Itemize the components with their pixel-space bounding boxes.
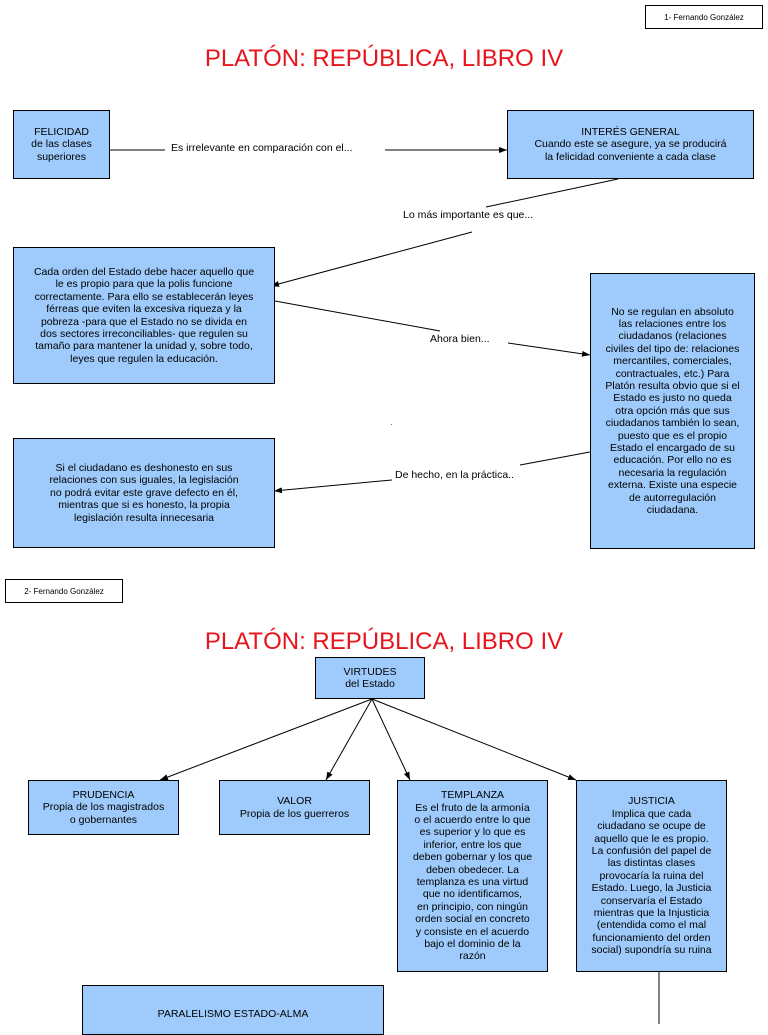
paralelismo-header: PARALELISMO ESTADO-ALMA	[157, 1008, 309, 1020]
box-valor: VALOR Propia de los guerreros	[219, 780, 370, 835]
box-paralelismo: PARALELISMO ESTADO-ALMA	[82, 985, 384, 1035]
box-cada-orden-text: Cada orden del Estado debe hacer aquello…	[33, 265, 255, 365]
box-ciudadano-text: Si el ciudadano es deshonesto en sus rel…	[49, 461, 239, 524]
box-no-se-regulan: No se regulan en absoluto las relaciones…	[590, 273, 755, 549]
arrow-to-ciudadano	[273, 479, 393, 494]
box-templanza: TEMPLANZA Es el fruto de la armonía o el…	[397, 780, 548, 972]
valor-body: Propia de los guerreros	[239, 807, 350, 820]
arrow-to-no-se-regulan	[507, 342, 591, 357]
prudencia-body: Propia de los magistrados o gobernantes	[42, 801, 165, 826]
prudencia-header: PRUDENCIA	[72, 788, 135, 801]
page1-title: PLATÓN: REPÚBLICA, LIBRO IV	[204, 45, 564, 72]
label-importante: Lo más importante es que...	[403, 209, 534, 221]
stray-dot	[391, 424, 392, 425]
label-de-hecho: De hecho, en la práctica..	[395, 469, 515, 481]
box-prudencia: PRUDENCIA Propia de los magistrados o go…	[28, 780, 179, 835]
box-interes-general: INTERÉS GENERAL Cuando este se asegure, …	[507, 110, 754, 179]
arrow-to-valor	[325, 698, 373, 781]
valor-header: VALOR	[277, 795, 312, 808]
label-ahora-bien: Ahora bien...	[430, 333, 490, 345]
page2-title: PLATÓN: REPÚBLICA, LIBRO IV	[204, 628, 564, 655]
author-tag-page1: 1- Fernando González	[645, 5, 763, 29]
box-virtudes-text: VIRTUDES del Estado	[343, 665, 397, 690]
line-cada-orden-to-label	[274, 300, 441, 332]
arrow-to-cada-orden	[270, 231, 473, 287]
interes-general-body: Cuando este se asegure, ya se producirá …	[534, 138, 727, 163]
box-virtudes: VIRTUDES del Estado	[315, 657, 425, 699]
justicia-body: Implica que cada ciudadano se ocupe de a…	[591, 807, 712, 957]
line-interes-to-label	[485, 178, 619, 208]
box-felicidad-text: FELICIDAD de las clases superiores	[31, 125, 92, 163]
line-no-se-regulan-to-label	[519, 451, 591, 466]
templanza-body: Es el fruto de la armonía o el acuerdo e…	[412, 801, 533, 963]
arrow-to-templanza	[371, 698, 411, 781]
label-irrelevante: Es irrelevante en comparación con el...	[171, 142, 353, 154]
box-felicidad: FELICIDAD de las clases superiores	[13, 110, 110, 179]
arrow-to-prudencia	[159, 698, 373, 781]
box-no-se-regulan-text: No se regulan en absoluto las relaciones…	[605, 305, 740, 517]
interes-general-header: INTERÉS GENERAL	[581, 125, 680, 138]
justicia-header: JUSTICIA	[628, 795, 675, 808]
box-cada-orden: Cada orden del Estado debe hacer aquello…	[13, 247, 275, 384]
templanza-header: TEMPLANZA	[440, 789, 504, 802]
box-justicia: JUSTICIA Implica que cada ciudadano se o…	[576, 780, 727, 972]
arrow-to-justicia	[371, 698, 577, 781]
box-ciudadano: Si el ciudadano es deshonesto en sus rel…	[13, 438, 275, 548]
author-tag-page2: 2- Fernando González	[5, 579, 123, 603]
